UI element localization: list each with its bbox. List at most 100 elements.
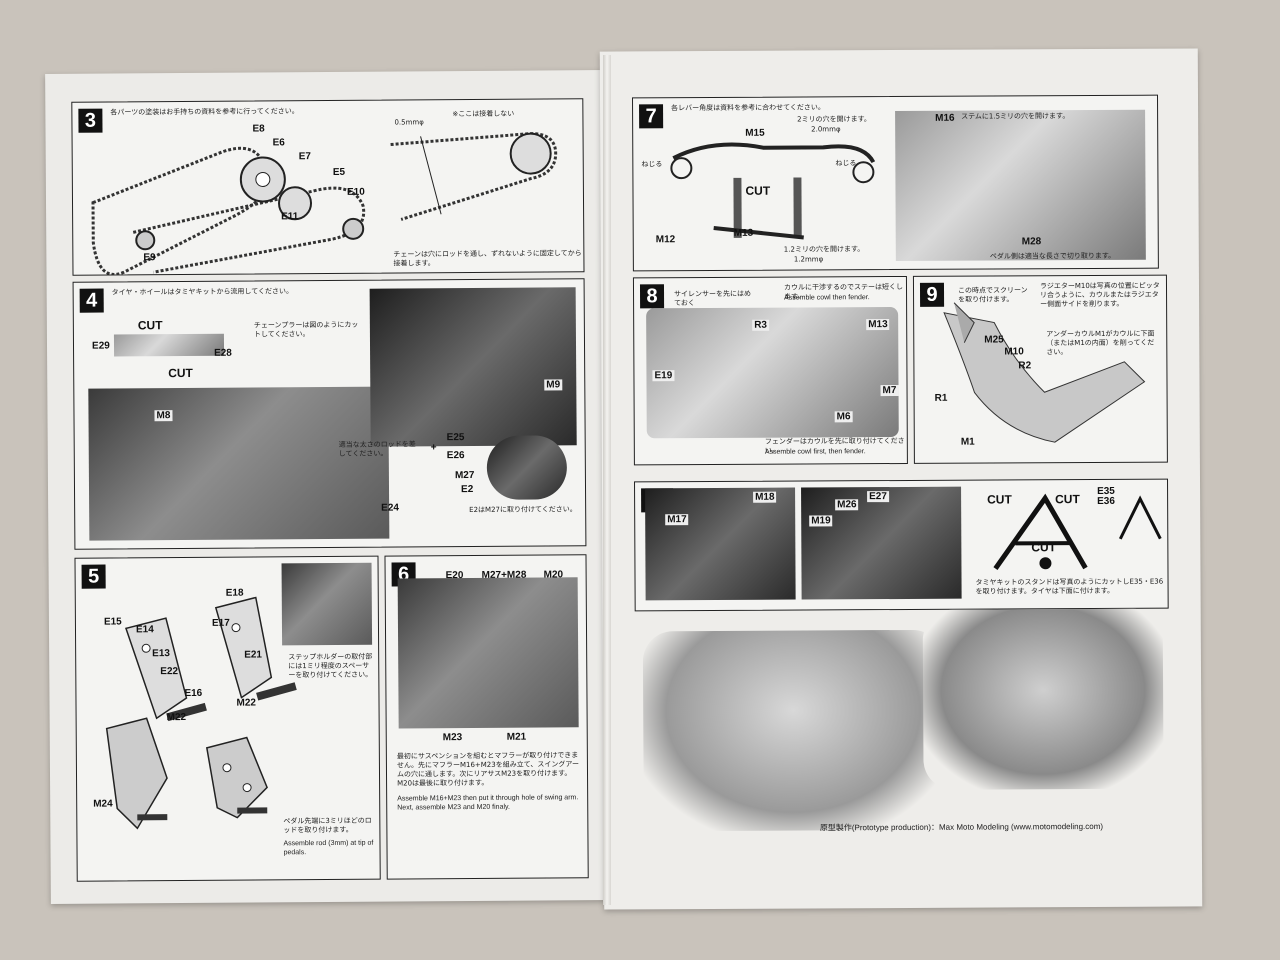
part-label: E25 <box>446 432 465 444</box>
chain-note: チェーンは穴にロッドを通し、ずれないように固定してから接着します。 <box>393 249 582 268</box>
part-label: M27 <box>454 469 475 482</box>
part-label: E29 <box>91 340 110 352</box>
cockpit-photo <box>645 487 796 601</box>
part-label: E20 <box>445 570 464 582</box>
finished-bike-photo-1 <box>642 629 944 832</box>
part-label: R1 <box>934 392 948 404</box>
part-label: E28 <box>214 347 232 359</box>
part-label: E11 <box>281 211 299 223</box>
pedal-note-en: Assemble rod (3mm) at tip of pedals. <box>283 839 374 857</box>
part-label: E13 <box>152 648 170 660</box>
part-label: M17 <box>665 514 689 526</box>
pedal-diagram <box>105 717 268 830</box>
stem-note: ステムに1.5ミリの穴を開けます。 <box>961 112 1070 121</box>
cut-label: CUT <box>137 318 163 333</box>
part-label: M13 <box>866 319 890 331</box>
part-label: E2 <box>460 483 474 496</box>
cowl-note-en: Assemble cowl then fender. <box>784 294 870 302</box>
step-number: 8 <box>639 284 665 309</box>
plus-sign: + <box>430 442 437 454</box>
step-instruction: タイヤ・ホイールはタミヤキットから流用してください。 <box>111 287 294 297</box>
cowl-diagram <box>943 302 1146 443</box>
chain-detail <box>390 132 558 221</box>
chain-puller-note: チェーンプラーは図のようにカットしてください。 <box>253 320 359 339</box>
pedal-cut-note: ペダル側は適当な長さで切り取ります。 <box>989 251 1116 261</box>
cut-label: CUT <box>168 365 193 381</box>
part-label: E36 <box>1097 495 1115 507</box>
part-label: E7 <box>298 151 311 163</box>
prototype-credit: 原型製作(Prototype production)：Max Moto Mode… <box>819 821 1104 833</box>
rod-note: 適当な太さのロッドを差してください。 <box>338 440 416 458</box>
left-page: 3 各パーツの塗装はお手持ちの資料を参考に行ってください。 E8 E6 E7 E… <box>45 70 611 904</box>
seat-photo <box>801 486 962 600</box>
dimension-label-2: 1.2mmφ <box>793 255 824 264</box>
no-attach-note: ※ここは接着しない <box>452 109 515 119</box>
part-label: M1 <box>960 436 975 448</box>
silencer-note: サイレンサーを先にはめておく <box>674 289 752 308</box>
part-label: M18 <box>753 491 777 503</box>
assembly-note-jp: 最初にサスペンションを組むとマフラーが取り付けできません。先にマフラーM16+M… <box>396 751 579 788</box>
step-3-panel: 3 各パーツの塗装はお手持ちの資料を参考に行ってください。 E8 E6 E7 E… <box>71 98 585 276</box>
step-number: 5 <box>81 564 106 589</box>
e2-note: E2はM27に取り付けてください。 <box>469 505 577 515</box>
part-label: M21 <box>506 731 527 743</box>
part-label: E9 <box>143 252 156 264</box>
handlebar-diagram <box>670 142 876 240</box>
step-5-panel: 5 E15 E14 E13 E22 M22 E18 E17 E21 E16 M2… <box>74 555 381 882</box>
step-4-panel: 4 タイヤ・ホイールはタミヤキットから流用してください。 CUT E29 E28… <box>72 278 587 550</box>
part-label: M24 <box>93 798 113 810</box>
part-label: E26 <box>446 450 465 462</box>
stand-note: タミヤキットのスタンドは写真のようにカットしE35・E36を取り付けます。タイヤ… <box>975 577 1164 596</box>
part-label: M16 <box>935 112 955 124</box>
step-holder-photo <box>281 562 373 646</box>
part-label: M7 <box>880 385 899 397</box>
part-label: E21 <box>244 649 263 661</box>
chain-puller-part <box>113 333 225 357</box>
step-holder-diagram <box>125 596 297 722</box>
hole-note-2: 1.2ミリの穴を開けます。 <box>783 245 865 254</box>
part-label: E10 <box>346 186 365 198</box>
part-label: R3 <box>752 319 770 331</box>
pedal-note-jp: ペダル先端に3ミリほどのロッドを取り付けます。 <box>283 816 372 835</box>
right-page: 7 各レバー角度は資料を参考に合わせてください。 M15 2ミリの穴を開けます。… <box>599 48 1203 910</box>
part-label: E16 <box>184 687 203 700</box>
step-instruction: 各レバー角度は資料を参考に合わせてください。 <box>671 103 825 113</box>
part-label: M23 <box>442 732 463 744</box>
rear-wheel-photo <box>369 287 577 447</box>
part-label: R2 <box>1018 360 1032 372</box>
step-6-panel: 6 E20 M27+M28 M20 M23 M21 最初にサスペンションを組むと… <box>384 554 589 880</box>
part-label: M6 <box>834 411 853 423</box>
part-label: M22 <box>236 697 256 709</box>
part-label: E17 <box>211 617 230 629</box>
part-label: E22 <box>160 666 179 678</box>
part-label: M25 <box>984 334 1004 346</box>
cut-label: CUT <box>987 492 1012 507</box>
wheel-small-photo <box>486 435 568 500</box>
twist-label: ねじる <box>641 160 663 169</box>
frame-photo <box>895 109 1146 262</box>
swingarm-photo <box>88 386 390 541</box>
part-label: M12 <box>655 234 676 246</box>
spacer-note: ステップホルダーの取付部には1ミリ程度のスペーサーを取り付けてください。 <box>288 652 373 680</box>
part-label: E24 <box>381 502 399 514</box>
part-label: E6 <box>272 137 285 149</box>
chain-diagram <box>91 146 366 276</box>
page-fold <box>603 55 611 905</box>
finished-bike-photo-2 <box>922 608 1164 790</box>
part-label: E15 <box>103 616 122 628</box>
stand-detail <box>1118 495 1162 540</box>
part-label: M8 <box>154 410 173 422</box>
part-label: E8 <box>252 123 265 135</box>
part-label: M26 <box>835 499 859 511</box>
cut-label: CUT <box>1031 540 1057 555</box>
dimension-label: 2.0mmφ <box>811 125 841 134</box>
cut-label: CUT <box>745 183 771 198</box>
part-label: E27 <box>867 491 889 503</box>
fender-note-en: Assemble cowl first, then fender. <box>764 448 866 456</box>
step-number: 4 <box>79 288 104 313</box>
step-10-panel: 10 M17 M18 M19 M26 E27 CUT CUT CUT E35 E… <box>634 478 1169 612</box>
assembly-note-en: Assemble M16+M23 then put it through hol… <box>397 794 579 812</box>
part-label: M19 <box>809 515 833 527</box>
part-label: M27+M28 <box>481 569 527 581</box>
step-instruction: 各パーツの塗装はお手持ちの資料を参考に行ってください。 <box>110 107 299 117</box>
